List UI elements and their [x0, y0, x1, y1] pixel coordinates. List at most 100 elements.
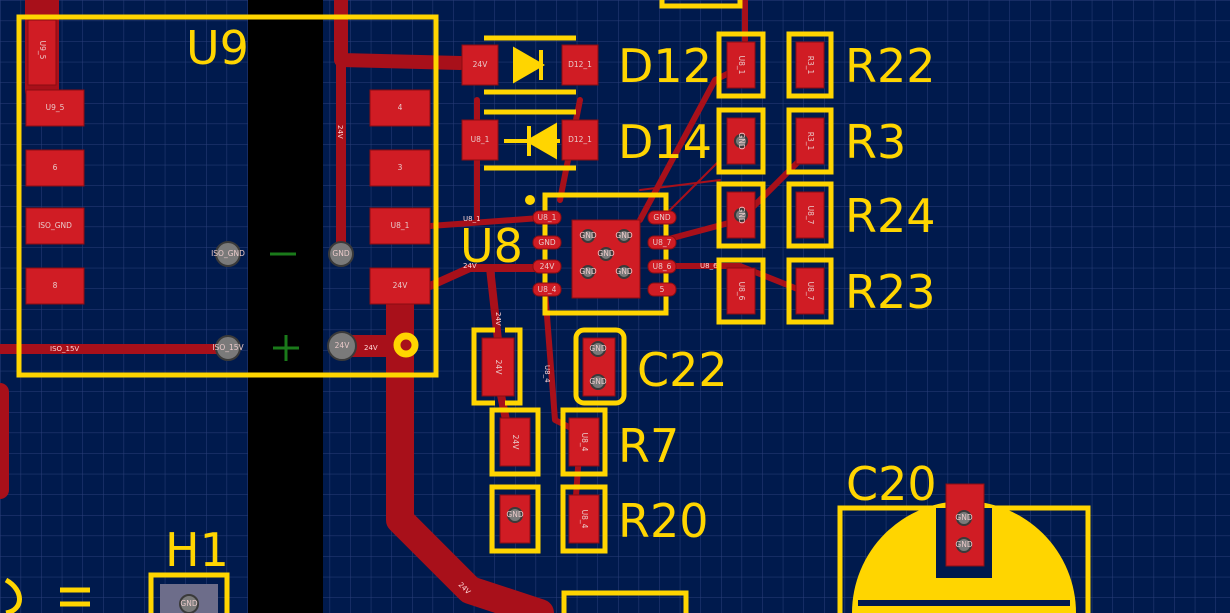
- u8-pad-l4[interactable]: [532, 282, 562, 297]
- u8-thermal-via-3-label: GND: [597, 249, 614, 258]
- u9-pad-8[interactable]: [369, 267, 431, 305]
- r24-pad-l[interactable]: [726, 191, 756, 239]
- u8-pad-l3[interactable]: [532, 259, 562, 274]
- u9-outline: [16, 14, 439, 378]
- r23-pad-r-label: U8_7: [806, 282, 815, 301]
- u8-outline: [542, 192, 669, 316]
- u9-pad-3[interactable]: [25, 207, 85, 245]
- u9-pad-1[interactable]: [25, 89, 85, 127]
- footprint-r22[interactable]: U8_1 R3_1 R22: [716, 31, 936, 99]
- r22-pad-r-label: R3_1: [806, 56, 815, 75]
- u8-pad-l2[interactable]: [532, 235, 562, 250]
- r20-designator: R20: [618, 494, 709, 548]
- c22-via-1-label: GND: [589, 344, 606, 353]
- footprint-d12[interactable]: 24V D12_1 D12: [461, 35, 712, 95]
- r23-outline-l: [716, 257, 766, 325]
- r24-pad-r[interactable]: [795, 191, 825, 239]
- d12-pad-anode[interactable]: [461, 44, 499, 86]
- u9-pad-8-label: 24V: [393, 281, 409, 290]
- r23-pad-r[interactable]: [795, 267, 825, 315]
- r3-via: [734, 134, 748, 148]
- u9-pad-6[interactable]: [369, 149, 431, 187]
- c22-outline-r: [573, 327, 627, 406]
- r3-pad-r[interactable]: [795, 117, 825, 165]
- net-label-u8-4: U8_4: [543, 365, 551, 383]
- u8-pad-r1[interactable]: [647, 210, 677, 225]
- u8-thermal-via-2: [617, 229, 631, 243]
- footprint-r23[interactable]: U8_6 U8_7 R23: [716, 257, 936, 325]
- r3-pad-l-label: GND: [737, 132, 746, 149]
- c22-pad-l[interactable]: [481, 337, 515, 397]
- u8-pad-l2-label: GND: [538, 238, 555, 247]
- u9-pad-4-label: 8: [53, 281, 58, 290]
- u8-pad-r3-label: U8_6: [653, 262, 672, 271]
- r7-pad-r[interactable]: [568, 417, 600, 467]
- footprint-c22[interactable]: 24V GND GND C22 24V U8_4: [471, 312, 728, 406]
- u8-thermal-via-4-label: GND: [579, 267, 596, 276]
- footprint-h1[interactable]: GND H1: [148, 523, 230, 613]
- c22-designator: C22: [637, 343, 728, 397]
- u8-pad-r4[interactable]: [647, 282, 677, 297]
- c22-pad-l-label: 24V: [494, 360, 503, 376]
- footprint-u8[interactable]: U8_1 GND 24V U8_4 GND U8_7 U8_6 5 GND GN…: [460, 192, 718, 316]
- u8-pad-l1[interactable]: [532, 210, 562, 225]
- u9-pad-7[interactable]: [369, 207, 431, 245]
- net-label-24v-b: 24V: [364, 344, 378, 352]
- r23-pad-l[interactable]: [726, 267, 756, 315]
- r22-pad-l-label: U8_1: [737, 56, 746, 75]
- u9-pad-top[interactable]: [27, 19, 57, 86]
- u9-pad-4[interactable]: [25, 267, 85, 305]
- u9-pad-5[interactable]: [369, 89, 431, 127]
- footprint-r7[interactable]: 24V U8_4 R7: [489, 407, 679, 477]
- u8-pin1-dot-icon: [525, 195, 535, 205]
- u8-pad-r4-label: 5: [660, 285, 665, 294]
- r20-pad-l-label: GND: [506, 510, 523, 519]
- u8-thermal-via-4: [581, 265, 595, 279]
- d14-pad-cathode[interactable]: [561, 119, 599, 161]
- r7-outline-l: [489, 407, 541, 477]
- r3-outline-l: [716, 107, 766, 175]
- partial-footprint-top: [659, 0, 743, 9]
- u9-pad-2[interactable]: [25, 149, 85, 187]
- c22-outline-l: [471, 327, 523, 406]
- u8-thermal-via-1: [581, 229, 595, 243]
- r22-pad-r[interactable]: [795, 41, 825, 89]
- r20-outline-r: [560, 484, 608, 554]
- footprint-r3[interactable]: GND R3_1 R3: [716, 107, 906, 175]
- d14-pad-anode-label: U8_1: [471, 135, 490, 144]
- r7-pad-l[interactable]: [499, 417, 531, 467]
- r23-designator: R23: [845, 265, 936, 319]
- r7-pad-l-label: 24V: [511, 435, 520, 451]
- u9-via-24v-label: 24V: [335, 341, 351, 350]
- footprint-r20[interactable]: GND U8_4 R20: [489, 484, 709, 554]
- u8-pad-r2[interactable]: [647, 235, 677, 250]
- r7-outline-r: [560, 407, 608, 477]
- r24-outline-r: [786, 181, 834, 249]
- r7-designator: R7: [618, 419, 679, 473]
- u8-pad-r3[interactable]: [647, 259, 677, 274]
- u9-pin1-marker-icon: [393, 332, 419, 358]
- c20-via-2-label: GND: [955, 540, 972, 549]
- r20-pad-r-label: U8_4: [580, 510, 589, 529]
- r20-pad-r[interactable]: [568, 494, 600, 544]
- net-label-u8-6: U8_6: [700, 262, 718, 270]
- u9-via-iso-15v[interactable]: [215, 335, 241, 361]
- u9-via-gnd[interactable]: [328, 241, 354, 267]
- u9-pad-1-label: U9_5: [46, 103, 65, 112]
- d14-pad-anode[interactable]: [461, 119, 499, 161]
- u8-thermal-via-2-label: GND: [615, 231, 632, 240]
- footprint-u9[interactable]: U9 U9_5 U9_5 6 ISO_GND 8 4 3 U8_1 24V IS…: [16, 14, 439, 378]
- footprint-r24[interactable]: GND U8_7 R24: [716, 181, 936, 249]
- u9-via-iso-gnd[interactable]: [215, 241, 241, 267]
- r22-pad-l[interactable]: [726, 41, 756, 89]
- footprint-d14[interactable]: U8_1 D12_1 D14: [461, 109, 712, 171]
- u8-pad-r2-label: U8_7: [653, 238, 672, 247]
- u8-pad-l4-label: U8_4: [538, 285, 557, 294]
- d12-pad-cathode[interactable]: [561, 44, 599, 86]
- footprint-c20[interactable]: GND GND C20: [837, 457, 1091, 613]
- d12-pad-anode-label: 24V: [473, 60, 489, 69]
- c20-via-2: [956, 537, 972, 553]
- u8-designator: U8: [460, 219, 523, 273]
- u9-via-24v[interactable]: [327, 331, 357, 361]
